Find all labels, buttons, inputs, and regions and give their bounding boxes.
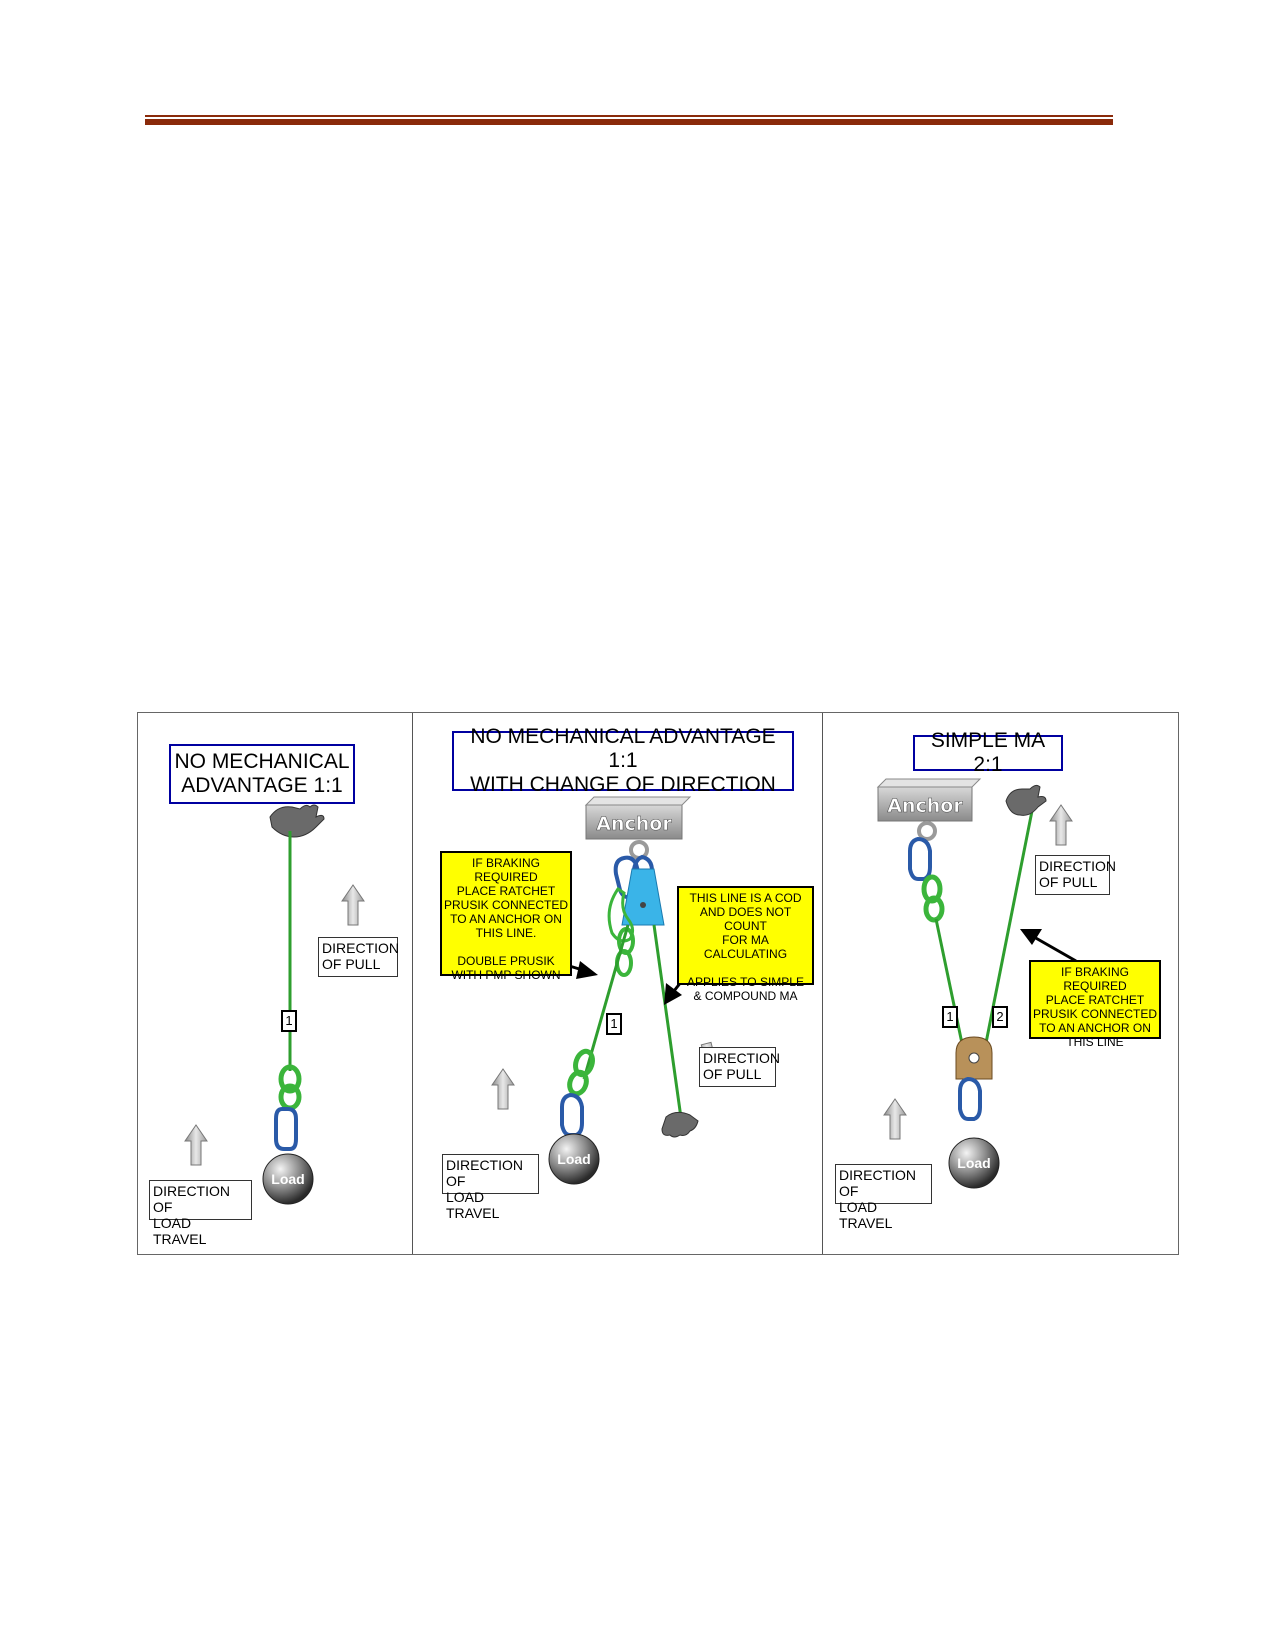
figure-eight-knot-icon (278, 1064, 302, 1111)
load-label: Load (957, 1155, 990, 1171)
carabiner-icon (274, 1107, 298, 1151)
load-ball-icon (262, 1153, 314, 1205)
panel-1-art (184, 804, 365, 1205)
arrow-up-icon (883, 1098, 907, 1140)
pulley-icon (955, 1036, 993, 1080)
black-arrow-icon (1020, 929, 1077, 963)
carabiner-icon (908, 836, 932, 881)
pulley-icon (621, 868, 665, 926)
figure-eight-knot-icon (921, 874, 945, 923)
line-number-label: 1 (281, 1010, 297, 1032)
arrow-up-icon (341, 884, 365, 926)
arrow-up-icon (491, 1068, 515, 1110)
direction-of-load-travel-label: DIRECTION OF LOAD TRAVEL (835, 1164, 932, 1231)
carabiner-icon (958, 1076, 982, 1121)
panel-2-title: NO MECHANICAL ADVANTAGE 1:1 WITH CHANGE … (452, 725, 794, 796)
panel-3-title: SIMPLE MA 2:1 (913, 729, 1063, 776)
carabiner-icon (560, 1092, 584, 1137)
braking-note: IF BRAKING REQUIRED PLACE RATCHET PRUSIK… (440, 851, 572, 982)
arrow-up-icon (1049, 804, 1073, 846)
arrow-up-icon (184, 1124, 208, 1166)
anchor-label: Anchor (596, 813, 672, 835)
line-number-label: 1 (942, 1006, 958, 1028)
anchor-block-icon (876, 778, 982, 822)
load-label: Load (557, 1151, 590, 1167)
anchor-label: Anchor (887, 795, 963, 817)
rope-line-1 (934, 918, 966, 1054)
load-ball-icon (948, 1137, 1000, 1189)
mechanical-advantage-figure: Anchor Anchor Load Load Load NO MECHANIC… (137, 712, 1179, 1255)
glove-icon (269, 804, 325, 838)
panel-3-art (876, 778, 1077, 1189)
direction-of-pull-label: DIRECTION OF PULL (699, 1047, 780, 1087)
glove-icon (1005, 784, 1047, 816)
diagram-artwork: Anchor Anchor Load Load Load (184, 778, 1077, 1205)
panel-divider (822, 713, 823, 1254)
rope-cod-line (652, 924, 684, 1126)
header-rule-thin (145, 115, 1113, 117)
panel-divider (412, 713, 413, 1254)
header-rule-thick (145, 119, 1113, 125)
panel-1-title: NO MECHANICAL ADVANTAGE 1:1 (169, 744, 355, 804)
cod-note: THIS LINE IS A COD AND DOES NOT COUNT FO… (677, 886, 814, 1003)
load-label: Load (271, 1171, 304, 1187)
braking-note: IF BRAKING REQUIRED PLACE RATCHET PRUSIK… (1029, 960, 1161, 1049)
anchor-ring-icon (629, 840, 649, 860)
anchor-block-icon (584, 796, 692, 840)
direction-of-pull-label: DIRECTION OF PULL (1035, 855, 1116, 895)
figure-eight-knot-icon (567, 1048, 595, 1097)
direction-of-load-travel-label: DIRECTION OF LOAD TRAVEL (442, 1154, 539, 1221)
line-number-label: 1 (606, 1013, 622, 1035)
direction-of-pull-label: DIRECTION OF PULL (318, 937, 399, 977)
line-number-label: 2 (992, 1006, 1008, 1028)
anchor-ring-icon (917, 821, 937, 841)
direction-of-load-travel-label: DIRECTION OF LOAD TRAVEL (149, 1180, 252, 1247)
glove-icon (661, 1111, 699, 1138)
load-ball-icon (548, 1133, 600, 1185)
